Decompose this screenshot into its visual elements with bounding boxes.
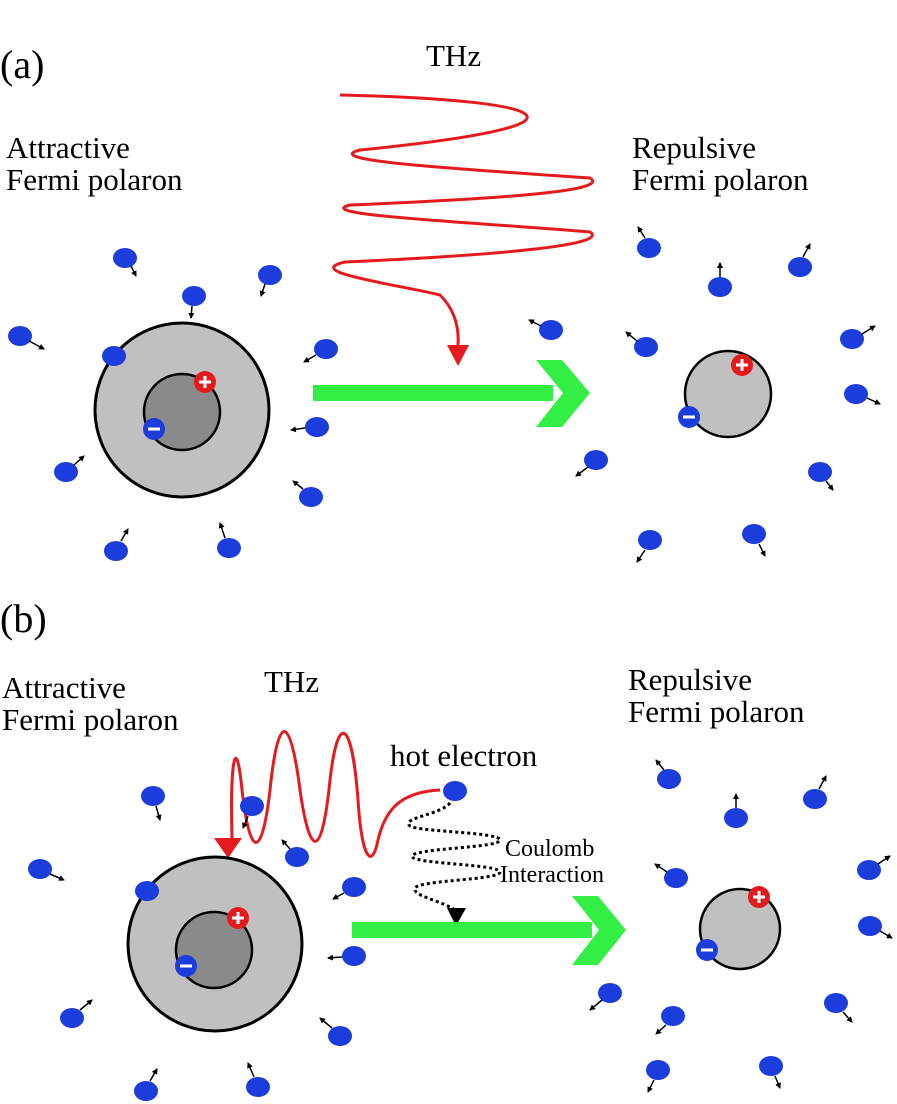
minus-charge-icon — [678, 406, 700, 428]
panel-b-label: (b) — [0, 596, 47, 641]
electron-icon — [54, 455, 85, 482]
minus-charge-icon — [175, 955, 197, 977]
electron-icon — [141, 786, 165, 821]
panel-b-repulsive-exciton — [698, 887, 782, 971]
panel-a-repulsive-label-line2: Fermi polaron — [632, 162, 809, 197]
panel-b-thz-label: THz — [264, 664, 319, 699]
panel-a-label: (a) — [0, 42, 44, 87]
electron-icon — [292, 480, 323, 507]
panel-a-thz-label: THz — [426, 38, 481, 73]
electron-icon — [646, 1060, 670, 1093]
electron-icon — [102, 346, 126, 366]
panel-a-thz-arrowhead — [447, 345, 469, 366]
electron-icon — [182, 286, 206, 319]
panel-a-transition-arrow-head — [536, 360, 590, 427]
plus-charge-icon — [748, 886, 770, 908]
panel-a: (a) THz Attractive Fermi polaron Repulsi… — [0, 38, 881, 563]
electron-icon — [8, 326, 45, 350]
electron-icon — [575, 450, 608, 477]
electron-icon — [134, 1068, 158, 1101]
electron-icon — [636, 530, 662, 563]
electron-icon — [655, 1006, 685, 1035]
electron-icon — [281, 839, 309, 867]
electron-icon — [528, 319, 563, 340]
minus-charge-icon — [696, 939, 718, 961]
electron-icon — [840, 325, 876, 349]
panel-a-transition-arrow-shaft — [313, 385, 553, 401]
coulomb-arrowhead — [447, 908, 466, 926]
panel-b-transition-arrow-head — [572, 896, 626, 965]
panel-a-electrons — [8, 226, 881, 563]
electron-icon — [858, 916, 893, 939]
electron-icon — [637, 226, 661, 258]
hot-electron-icon — [443, 781, 467, 801]
electron-icon — [724, 793, 748, 828]
panel-b-coulomb-label-line1: Coulomb — [505, 836, 594, 862]
electron-icon — [240, 796, 264, 829]
electron-icon — [28, 859, 65, 881]
electron-icon — [246, 1062, 270, 1097]
minus-charge-icon — [143, 418, 165, 440]
electron-icon — [808, 462, 834, 491]
electron-icon — [824, 993, 853, 1023]
electron-icon — [217, 522, 241, 558]
electron-icon — [332, 877, 366, 900]
electron-icon — [589, 983, 622, 1011]
electron-icon — [327, 946, 366, 966]
electron-icon — [135, 881, 159, 901]
panel-b-attractive-label-line1: Attractive — [2, 670, 126, 705]
panel-b-repulsive-label-line2: Fermi polaron — [628, 694, 805, 729]
electron-icon — [654, 863, 688, 888]
electron-icon — [655, 759, 681, 789]
panel-a-attractive-label-line1: Attractive — [6, 130, 130, 165]
electron-icon — [625, 331, 658, 357]
panel-a-repulsive-exciton — [683, 349, 773, 439]
electron-icon — [258, 265, 282, 297]
panel-b-electrons — [28, 759, 893, 1101]
electron-icon — [857, 855, 891, 880]
electron-icon — [788, 243, 812, 277]
electron-icon — [759, 1056, 783, 1089]
panel-a-thz-wave — [332, 93, 595, 346]
panel-a-repulsive-label-line1: Repulsive — [632, 130, 756, 165]
electron-icon — [319, 1017, 352, 1046]
panel-b-coulomb-label-line2: Interaction — [500, 862, 604, 888]
electron-icon — [708, 262, 732, 297]
plus-charge-icon — [194, 371, 216, 393]
electron-icon — [113, 248, 137, 277]
coulomb-interaction-wave — [406, 801, 502, 912]
panel-a-attractive-label-line2: Fermi polaron — [6, 162, 183, 197]
plus-charge-icon — [731, 354, 753, 376]
panel-b: (b) THz Attractive Fermi polaron hot ele… — [0, 596, 893, 1101]
electron-icon — [290, 417, 329, 437]
electron-icon — [742, 524, 766, 557]
panel-b-hot-electron-label: hot electron — [390, 738, 538, 773]
electron-icon — [60, 999, 93, 1028]
panel-b-repulsive-label-line1: Repulsive — [628, 662, 752, 697]
electron-icon — [303, 339, 338, 363]
electron-icon — [104, 528, 129, 561]
panel-b-attractive-label-line2: Fermi polaron — [2, 702, 179, 737]
panel-b-thz-arrowhead — [214, 838, 242, 858]
panel-b-transition-arrow-shaft — [352, 922, 592, 938]
electron-icon — [803, 775, 827, 809]
plus-charge-icon — [227, 907, 249, 929]
electron-icon — [844, 384, 881, 405]
